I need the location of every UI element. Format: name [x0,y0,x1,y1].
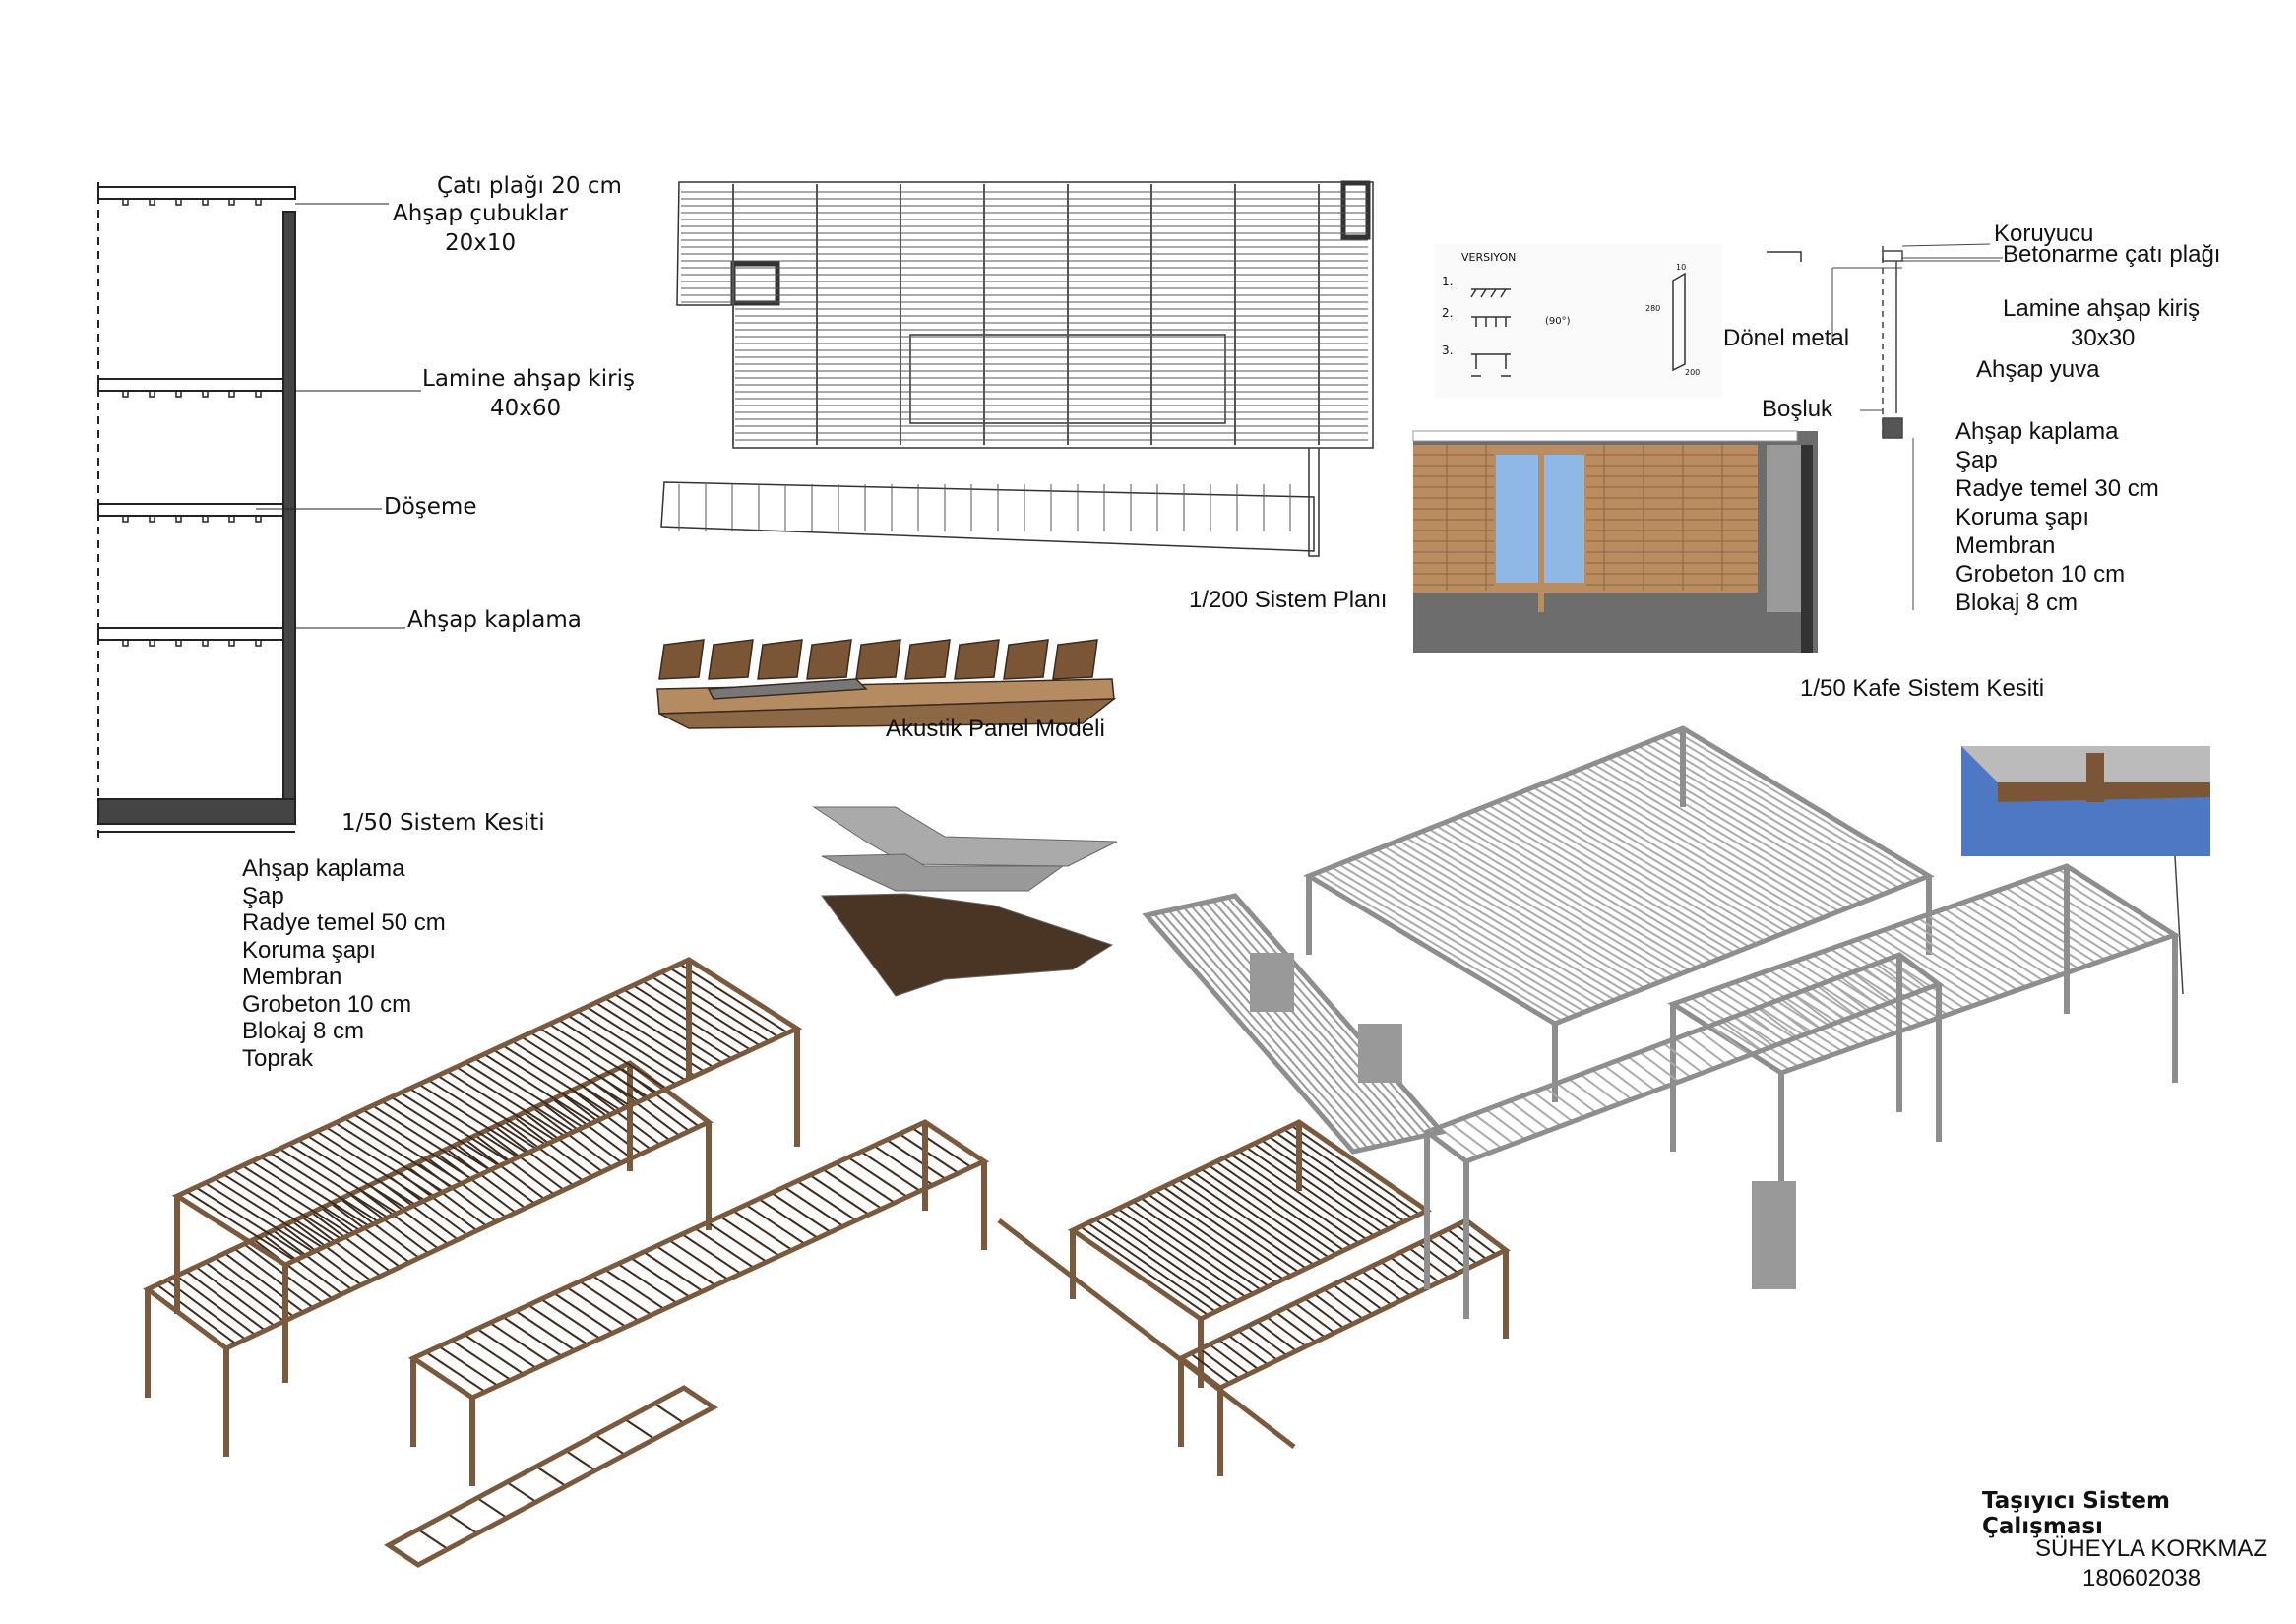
label-cafe-beam-size: 30x30 [2071,325,2136,351]
label-wood-rods-size: 20x10 [445,230,517,256]
layer: Radye temel 30 cm [1955,475,2159,502]
layer: Şap [1955,447,1998,473]
layer: Radye temel 50 cm [242,909,446,936]
layer: Grobeton 10 cm [1955,561,2126,588]
small-frame [997,1218,1296,1449]
sketch-dim: 10 [1676,263,1687,272]
label-floor: Döşeme [384,494,477,520]
gray-box [1250,953,1294,1012]
sketch-item: 2. [1442,306,1454,320]
caption-section: 1/50 Sistem Kesiti [341,810,545,836]
sketch-heading: VERSIYON [1461,251,1517,264]
caption-cafe-section: 1/50 Kafe Sistem Kesiti [1800,675,2045,702]
sketch-dim: 200 [1685,368,1701,377]
gray-frame-row [1142,893,1447,1155]
gray-panel [1752,1181,1796,1289]
caption-plan: 1/200 Sistem Planı [1189,587,1388,613]
label-cafe-beam: Lamine ahşap kiriş [2003,295,2201,322]
label-wood-socket: Ahşap yuva [1976,356,2100,383]
caption-acoustic: Akustik Panel Modeli [886,716,1105,742]
layer: Grobeton 10 cm [242,990,412,1018]
gray-box [1358,1024,1402,1083]
label-concrete-roof: Betonarme çatı plağı [2003,241,2221,268]
layer: Ahşap kaplama [1955,418,2119,445]
left-layer-list: Ahşap kaplama Şap Radye temel 50 cm Koru… [242,855,446,1072]
sketch-item: 1. [1442,275,1454,288]
layer: Membran [242,964,342,990]
cafe-section-drawing [1831,243,2184,995]
wooden-structure-model-large [143,957,990,1568]
label-gap: Boşluk [1762,396,1833,422]
sheet-title: Taşıyıcı Sistem Çalışması [1982,1488,2170,1539]
lower-deck [143,1060,714,1351]
exploded-layers [812,806,1118,997]
sketch-versions [1435,244,1802,398]
sketch-item: 3. [1442,344,1454,357]
label-roof-slab: Çatı plağı 20 cm [437,173,622,199]
layer: Blokaj 8 cm [242,1018,365,1044]
layer: Membran [1955,532,2056,559]
author-name: SÜHEYLA KORKMAZ [2035,1535,2268,1562]
label-wood-rods: Ahşap çubuklar [393,201,568,226]
acoustic-panel-model [656,678,1117,729]
detail-render [1961,746,2210,856]
label-pivot-metal: Dönel metal [1723,325,1850,351]
sketch-dim: 280 [1645,304,1661,313]
frame-row [384,1385,718,1568]
gray-roof-upper [1303,725,1935,1027]
wooden-structure-model-small [997,1119,1511,1476]
label-laminated-beam: Lamine ahşap kiriş [422,366,635,392]
layer: Koruma şapı [1955,504,2090,531]
label-protector: Koruyucu [1994,220,2094,247]
left-section [97,182,421,839]
layer: Şap [242,882,284,909]
side-deck [407,1119,990,1401]
small-roof [1068,1119,1432,1322]
layer: Toprak [242,1044,314,1072]
layer: Blokaj 8 cm [1955,590,2079,616]
sketch-note: (90°) [1545,316,1571,327]
student-number: 180602038 [2082,1565,2202,1592]
layer: Ahşap kaplama [242,855,405,882]
cafe-layer-list: Ahşap kaplama Şap Radye temel 30 cm Koru… [1955,417,2159,617]
layer: Koruma şapı [242,936,377,964]
system-plan-drawing [660,180,1374,557]
label-wood-cladding: Ahşap kaplama [407,607,582,633]
gray-structure-model [1142,725,2181,1319]
label-laminated-beam-size: 40x60 [490,396,562,421]
